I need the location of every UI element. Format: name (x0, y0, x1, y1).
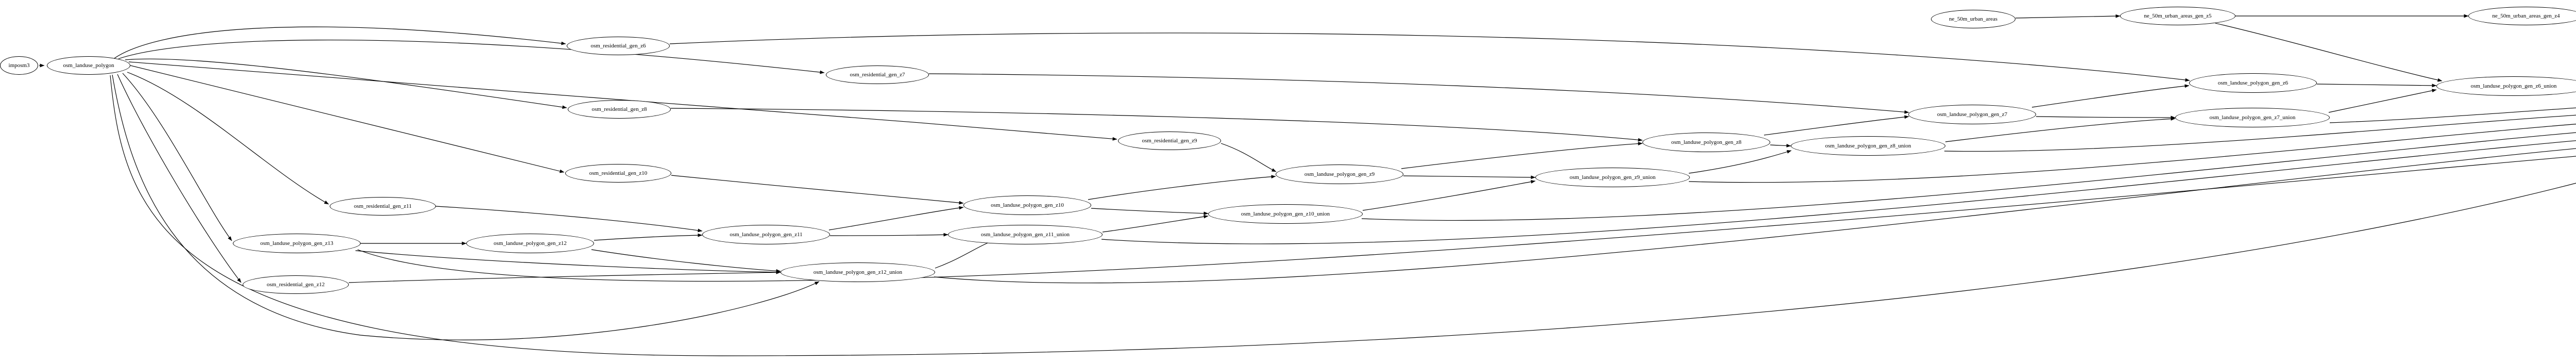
graph-node-ne-50m-urban-areas-gen-z4[interactable]: ne_50m_urban_areas_gen_z4 (2468, 7, 2576, 25)
graph-node-label: osm_landuse_polygon_gen_z10 (991, 202, 1064, 208)
graph-node-label: osm_landuse_polygon_gen_z8 (1671, 139, 1742, 145)
graph-edge (1362, 180, 1536, 211)
graph-edge (669, 32, 2190, 82)
graph-node-label: osm_landuse_polygon_gen_z8_union (1825, 142, 1911, 149)
graph-node-label: osm_residential_gen_z7 (850, 71, 905, 78)
graph-node-label: osm_landuse_polygon_gen_z12 (494, 240, 567, 246)
graph-edge (2031, 84, 2190, 108)
graph-edge (357, 156, 2576, 282)
graph-node-osm-residential-gen-z8[interactable]: osm_residential_gen_z8 (568, 100, 671, 119)
graph-node-label: osm_residential_gen_z11 (353, 203, 412, 209)
graph-node-label: osm_residential_gen_z9 (1142, 137, 1197, 144)
graph-node-osm-landuse-polygon-gen-z11-union[interactable]: osm_landuse_polygon_gen_z11_union (948, 225, 1103, 244)
graph-node-label: osm_landuse_polygon_gen_z10_union (1241, 210, 1330, 217)
graph-node-osm-landuse-polygon-gen-z12-union[interactable]: osm_landuse_polygon_gen_z12_union (781, 262, 935, 282)
graph-edge (671, 175, 964, 205)
graph-edge (2215, 23, 2443, 82)
graph-node-osm-landuse-polygon-gen-z9[interactable]: osm_landuse_polygon_gen_z9 (1276, 164, 1403, 184)
graph-node-osm-landuse-polygon-gen-z6[interactable]: osm_landuse_polygon_gen_z6 (2189, 73, 2317, 93)
graph-edge (355, 250, 781, 274)
graph-node-osm-landuse-polygon-gen-z11[interactable]: osm_landuse_polygon_gen_z11 (702, 225, 830, 244)
graph-edge (1688, 150, 1792, 174)
graph-node-label: imposm3 (8, 62, 30, 69)
graph-edge (591, 249, 781, 273)
graph-node-osm-landuse-polygon-gen-z7-union[interactable]: osm_landuse_polygon_gen_z7_union (2175, 108, 2330, 127)
graph-edge (1221, 143, 1277, 172)
graph-node-label: osm_landuse_polygon_gen_z11 (730, 231, 803, 238)
graph-edge (1945, 117, 2176, 142)
graph-node-label: osm_residential_gen_z8 (591, 106, 647, 112)
graph-node-label: osm_landuse_polygon_gen_z11_union (981, 231, 1070, 238)
graph-node-osm-landuse-polygon-gen-z6-union[interactable]: osm_landuse_polygon_gen_z6_union (2436, 76, 2576, 96)
graph-edge (1403, 175, 1536, 179)
graph-node-label: osm_landuse_polygon_gen_z9_union (1569, 174, 1656, 180)
graph-edge (122, 73, 232, 241)
graph-edge (2015, 14, 2121, 19)
graph-node-osm-residential-gen-z9[interactable]: osm_residential_gen_z9 (1118, 131, 1221, 150)
graph-node-ne-50m-urban-areas[interactable]: ne_50m_urban_areas (1931, 10, 2015, 28)
graph-node-label: osm_residential_gen_z12 (266, 281, 325, 288)
graph-node-label: osm_landuse_polygon_gen_z9 (1304, 171, 1375, 177)
graph-node-label: osm_landuse_polygon_gen_z6 (2217, 79, 2289, 86)
graph-edge (2328, 89, 2437, 113)
graph-node-label: osm_landuse_polygon_gen_z7 (1937, 111, 2008, 118)
graph-edge (118, 39, 825, 74)
graph-node-label: osm_landuse_polygon_gen_z7_union (2209, 114, 2296, 121)
graph-node-label: osm_residential_gen_z6 (590, 42, 646, 49)
graph-edge (1088, 175, 1276, 200)
graph-edge (1764, 115, 1909, 136)
graph-node-osm-landuse-polygon-gen-z7[interactable]: osm_landuse_polygon_gen_z7 (1908, 105, 2036, 124)
graph-edge (114, 26, 566, 59)
graph-edge (2036, 116, 2176, 120)
graph-edge (2329, 107, 2576, 123)
graph-node-label: osm_landuse_polygon_gen_z13 (260, 240, 333, 246)
graph-node-osm-residential-gen-z7[interactable]: osm_residential_gen_z7 (826, 65, 929, 84)
graph-node-osm-residential-gen-z10[interactable]: osm_residential_gen_z10 (565, 164, 671, 183)
graph-edge (130, 65, 565, 173)
graph-edge (829, 233, 948, 237)
graph-edge (1770, 144, 1791, 147)
graph-node-osm-landuse-polygon-gen-z9-union[interactable]: osm_landuse_polygon_gen_z9_union (1535, 168, 1690, 187)
graph-edge (1944, 114, 2576, 152)
graph-edge (125, 58, 567, 109)
graph-node-osm-landuse-polygon-gen-z13[interactable]: osm_landuse_polygon_gen_z13 (233, 234, 361, 253)
graph-node-osm-residential-gen-z6[interactable]: osm_residential_gen_z6 (567, 37, 670, 55)
graph-edge (127, 72, 329, 205)
graph-node-label: osm_landuse_polygon (63, 62, 114, 69)
graph-node-label: ne_50m_urban_areas_gen_z4 (2492, 12, 2560, 19)
graph-edge (928, 73, 1909, 114)
graph-node-osm-landuse-polygon-gen-z8-union[interactable]: osm_landuse_polygon_gen_z8_union (1791, 136, 1945, 156)
graph-node-osm-landuse-polygon-gen-z10-union[interactable]: osm_landuse_polygon_gen_z10_union (1208, 204, 1363, 224)
graph-node-osm-residential-gen-z12[interactable]: osm_residential_gen_z12 (243, 275, 349, 294)
graph-edge (1102, 215, 1209, 233)
graph-edge (934, 148, 2576, 284)
graph-edge (1101, 140, 2576, 244)
graph-edge (1091, 208, 1209, 216)
graph-node-osm-landuse-polygon[interactable]: osm_landuse_polygon (47, 56, 130, 75)
graph-edge (348, 270, 781, 283)
graph-edge (2316, 84, 2437, 88)
graph-edge (670, 108, 1643, 142)
graph-edge (1688, 123, 2576, 183)
graph-node-label: osm_landuse_polygon_gen_z12_union (813, 269, 903, 275)
graph-edge (828, 206, 964, 231)
graph-edge (1361, 132, 2576, 221)
graph-edge (112, 74, 820, 340)
graph-node-osm-residential-gen-z11[interactable]: osm_residential_gen_z11 (330, 197, 436, 216)
graph-edge (110, 75, 2576, 356)
graph-node-label: ne_50m_urban_areas_gen_z5 (2144, 12, 2212, 19)
graph-node-osm-landuse-polygon-gen-z10[interactable]: osm_landuse_polygon_gen_z10 (963, 195, 1091, 215)
graph-node-ne-50m-urban-areas-gen-z5[interactable]: ne_50m_urban_areas_gen_z5 (2120, 7, 2235, 25)
graph-node-label: ne_50m_urban_areas (1948, 15, 1998, 22)
graph-node-osm-landuse-polygon-gen-z12[interactable]: osm_landuse_polygon_gen_z12 (466, 234, 594, 253)
graph-edge (435, 206, 703, 233)
graph-node-imposm3[interactable]: imposm3 (0, 56, 38, 75)
graph-node-label: osm_landuse_polygon_gen_z6_union (2470, 83, 2557, 89)
graph-edge (594, 233, 703, 241)
graph-node-osm-landuse-polygon-gen-z8[interactable]: osm_landuse_polygon_gen_z8 (1642, 133, 1770, 152)
graph-edge (1401, 142, 1643, 169)
graph-node-label: osm_residential_gen_z10 (589, 170, 648, 176)
graph-edge (117, 74, 242, 283)
